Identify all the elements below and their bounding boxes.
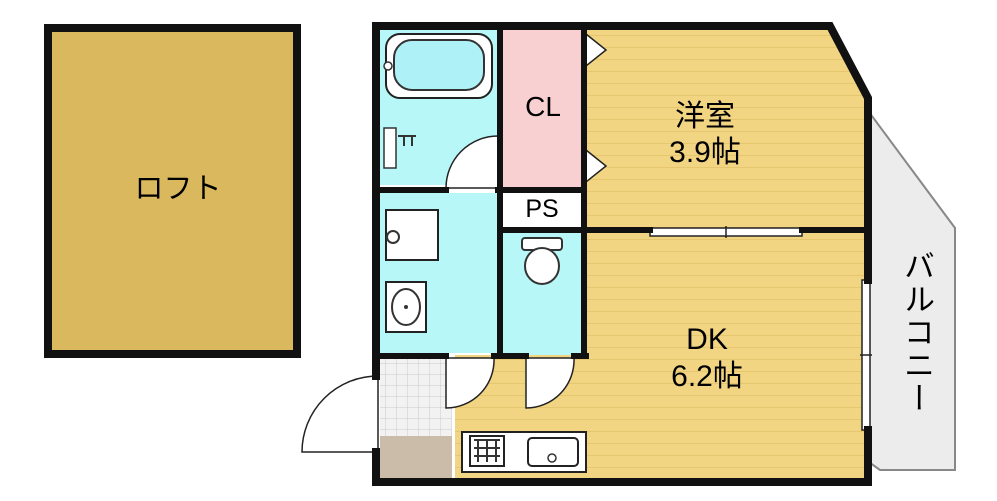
pipe-space (502, 193, 582, 228)
western-room-floor (585, 30, 866, 232)
washroom-door (445, 357, 495, 409)
closet-label: CL (525, 91, 561, 122)
loft (44, 24, 301, 358)
dining-kitchen-size: 6.2帖 (671, 360, 743, 393)
bathtub (383, 33, 493, 99)
dk-floor (455, 232, 866, 478)
loft-label: ロフト (134, 173, 222, 205)
toilet-icon (521, 237, 563, 285)
walls (372, 22, 872, 486)
western-room-size: 3.9帖 (669, 136, 741, 169)
closet-floor (502, 30, 582, 188)
wash-basin-icon (385, 281, 427, 333)
dining-kitchen-name: DK (686, 323, 728, 356)
western-room-name: 洋室 (675, 100, 735, 133)
closet-doors (585, 32, 608, 184)
pipe-space-label: PS (525, 195, 559, 223)
entrance-door (301, 375, 379, 453)
washing-machine-icon (385, 209, 439, 261)
toilet-door (525, 357, 575, 409)
entrance (380, 358, 452, 478)
balcony-window (860, 279, 872, 431)
shower-icon (383, 127, 416, 169)
sliding-door (649, 226, 803, 238)
balcony-label: バルコニー (899, 250, 934, 415)
kitchen-sink-icon (527, 437, 579, 467)
